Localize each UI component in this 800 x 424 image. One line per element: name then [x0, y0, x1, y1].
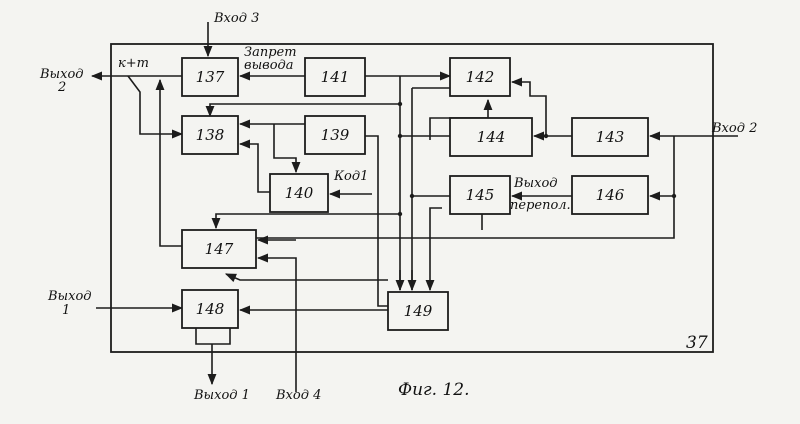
- label-k-plus-m: к+т: [118, 56, 149, 71]
- block-147-label: 147: [205, 240, 234, 258]
- block-146: 146: [572, 176, 648, 214]
- block-145: 145: [450, 176, 510, 214]
- block-142-label: 142: [466, 68, 495, 86]
- block-140-label: 140: [285, 184, 314, 202]
- label-vyhod-perepol-b: перепол.: [510, 198, 571, 213]
- block-148-label: 148: [196, 300, 225, 318]
- label-vhod4: Вход 4: [275, 388, 321, 403]
- block-143: 143: [572, 118, 648, 156]
- label-vhod3: Вход 3: [213, 11, 259, 26]
- block-142: 142: [450, 58, 510, 96]
- block-139: 139: [305, 116, 365, 154]
- block-149-label: 149: [404, 302, 433, 320]
- block-141: 141: [305, 58, 365, 96]
- block-137: 137: [182, 58, 238, 96]
- block-144: 144: [450, 118, 532, 156]
- block-149: 149: [388, 292, 448, 330]
- frame-number: 37: [686, 333, 708, 353]
- label-vyhod1-left-b: 1: [62, 303, 70, 318]
- figure-caption: Фиг. 12.: [398, 380, 470, 400]
- label-vyvoda: вывода: [244, 58, 294, 73]
- block-138-label: 138: [196, 126, 225, 144]
- label-vhod2: Вход 2: [711, 121, 757, 136]
- label-kod1: Код1: [333, 169, 368, 184]
- block-137-label: 137: [196, 68, 225, 86]
- block-146-label: 146: [596, 186, 625, 204]
- block-140: 140: [270, 174, 328, 212]
- block-145-label: 145: [466, 186, 495, 204]
- label-vyhod1-left-a: Выход: [47, 289, 92, 304]
- label-vyhod-perepol-a: Выход: [513, 176, 558, 191]
- block-141-label: 141: [321, 68, 350, 86]
- block-147: 147: [182, 230, 256, 268]
- label-vyhod2-b: 2: [57, 80, 66, 95]
- block-144-label: 144: [477, 128, 506, 146]
- block-143-label: 143: [596, 128, 625, 146]
- label-vyhod1-bottom: Выход 1: [193, 388, 250, 403]
- block-148: 148: [182, 290, 238, 328]
- block-139-label: 139: [321, 126, 350, 144]
- block-138: 138: [182, 116, 238, 154]
